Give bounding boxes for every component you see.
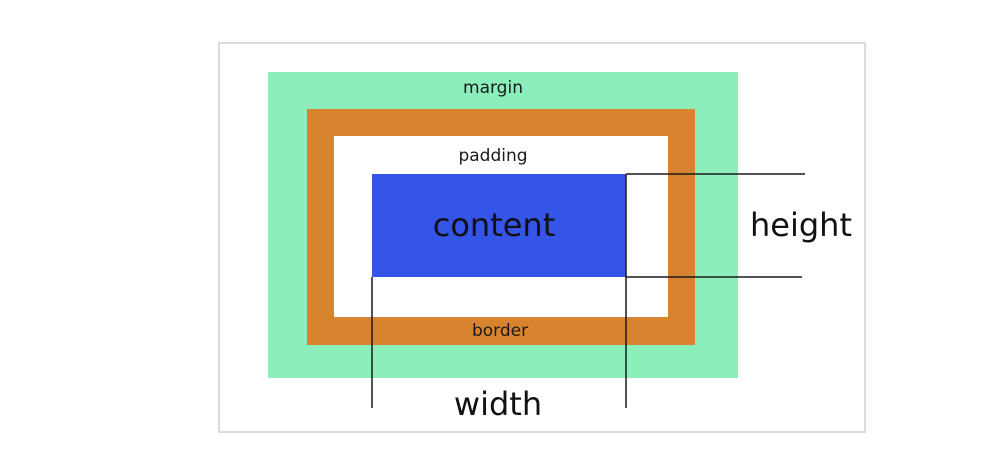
border-label: border (471, 321, 529, 341)
height-label: height (750, 206, 852, 244)
width-label: width (453, 385, 543, 423)
content-area (372, 174, 626, 277)
content-label: content (432, 206, 556, 244)
padding-label: padding (458, 146, 528, 166)
margin-label: margin (463, 78, 523, 98)
